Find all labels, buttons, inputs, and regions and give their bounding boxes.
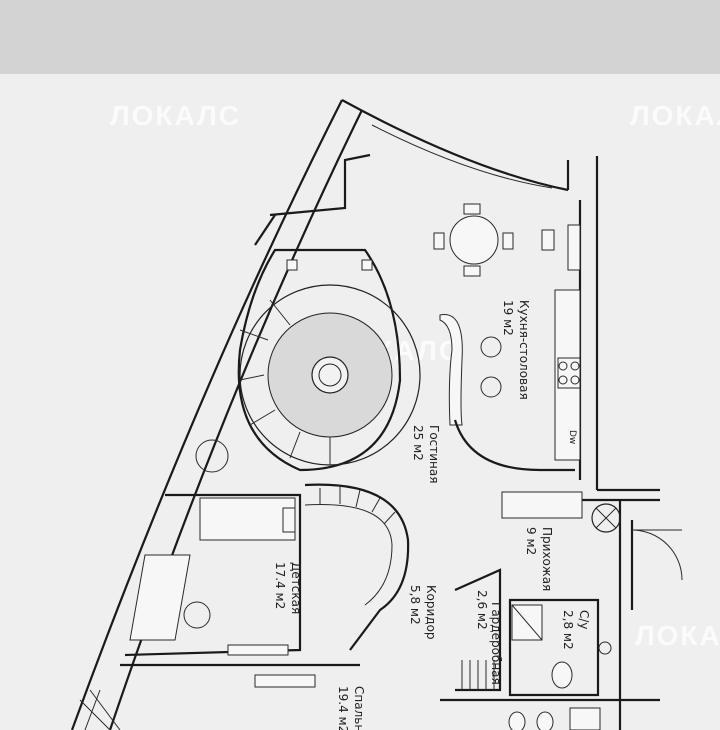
chair xyxy=(463,203,481,215)
room-area-bathroom: 2,8 м2 xyxy=(561,610,575,650)
living-room-outline xyxy=(237,248,402,472)
cooktop xyxy=(557,357,581,389)
svg-text:Коридор: Коридор xyxy=(424,585,438,640)
room-area-corridor: 5,8 м2 xyxy=(408,585,422,625)
watermark-top-left: ЛОКАЛС xyxy=(110,100,241,131)
sink xyxy=(598,641,612,655)
chair xyxy=(502,232,514,250)
chair xyxy=(541,229,555,251)
svg-text:С/у: С/у xyxy=(577,610,591,630)
dishwasher-label: Dw xyxy=(567,430,577,444)
floor-plan-drawing: ЛОКАЛС ЛОКАЛС ЛОКАЛС ЛОКАЛС Dw xyxy=(70,99,720,730)
bathroom-walls xyxy=(508,598,600,697)
corridor-curved-wall xyxy=(304,483,410,651)
room-area-bedroom: 19.4 м2 xyxy=(336,686,350,730)
room-area-children: 17.4 м2 xyxy=(273,562,287,609)
chair xyxy=(463,265,481,277)
room-area-living: 25 м2 xyxy=(411,425,425,461)
svg-text:Кухня-столовая: Кухня-столовая xyxy=(517,300,531,400)
desk xyxy=(129,554,191,641)
room-label-wardrobe: Гардеробная xyxy=(489,602,503,685)
chair xyxy=(183,601,211,629)
top-bar xyxy=(0,0,720,74)
outer-facade-wall xyxy=(70,99,343,730)
floor-plan: ЛОКАЛС ЛОКАЛС ЛОКАЛС ЛОКАЛС Dw xyxy=(0,74,720,730)
room-label-bedroom: Спальня xyxy=(352,686,366,730)
room-area-hall: 9 м2 xyxy=(524,527,538,555)
top-curved-wall xyxy=(341,99,569,192)
kitchen-shelf xyxy=(567,224,581,271)
room-label-corridor: Коридор xyxy=(424,585,438,640)
room-area-kitchen: 19 м2 xyxy=(501,300,515,336)
room-label-hall: Прихожая xyxy=(540,527,554,591)
ventilation-fan xyxy=(591,503,621,533)
svg-text:Прихожая: Прихожая xyxy=(540,527,554,591)
svg-text:Спальня: Спальня xyxy=(352,686,366,730)
room-label-bathroom: С/у xyxy=(577,610,591,630)
column xyxy=(361,259,373,271)
chair xyxy=(433,232,445,250)
room-label-living: Гостиная xyxy=(427,425,441,483)
hall-bench xyxy=(501,491,583,519)
dining-table xyxy=(449,215,499,265)
room-label-kitchen: Кухня-столовая xyxy=(517,300,531,400)
kitchen-island xyxy=(439,314,463,426)
children-room-walls xyxy=(124,493,302,657)
watermark-bottom-right: ЛОКАЛС xyxy=(635,620,720,651)
toilet xyxy=(551,661,573,689)
svg-text:Гардеробная: Гардеробная xyxy=(489,602,503,685)
column xyxy=(286,259,298,271)
room-label-children: Детская xyxy=(289,562,303,614)
bed xyxy=(199,497,296,541)
entrance-door-swing xyxy=(631,529,683,581)
watermark-top-right: ЛОКАЛС xyxy=(630,100,720,131)
room-area-wardrobe: 2,6 м2 xyxy=(475,590,489,630)
svg-text:Детская: Детская xyxy=(289,562,303,614)
svg-text:Гостиная: Гостиная xyxy=(427,425,441,483)
